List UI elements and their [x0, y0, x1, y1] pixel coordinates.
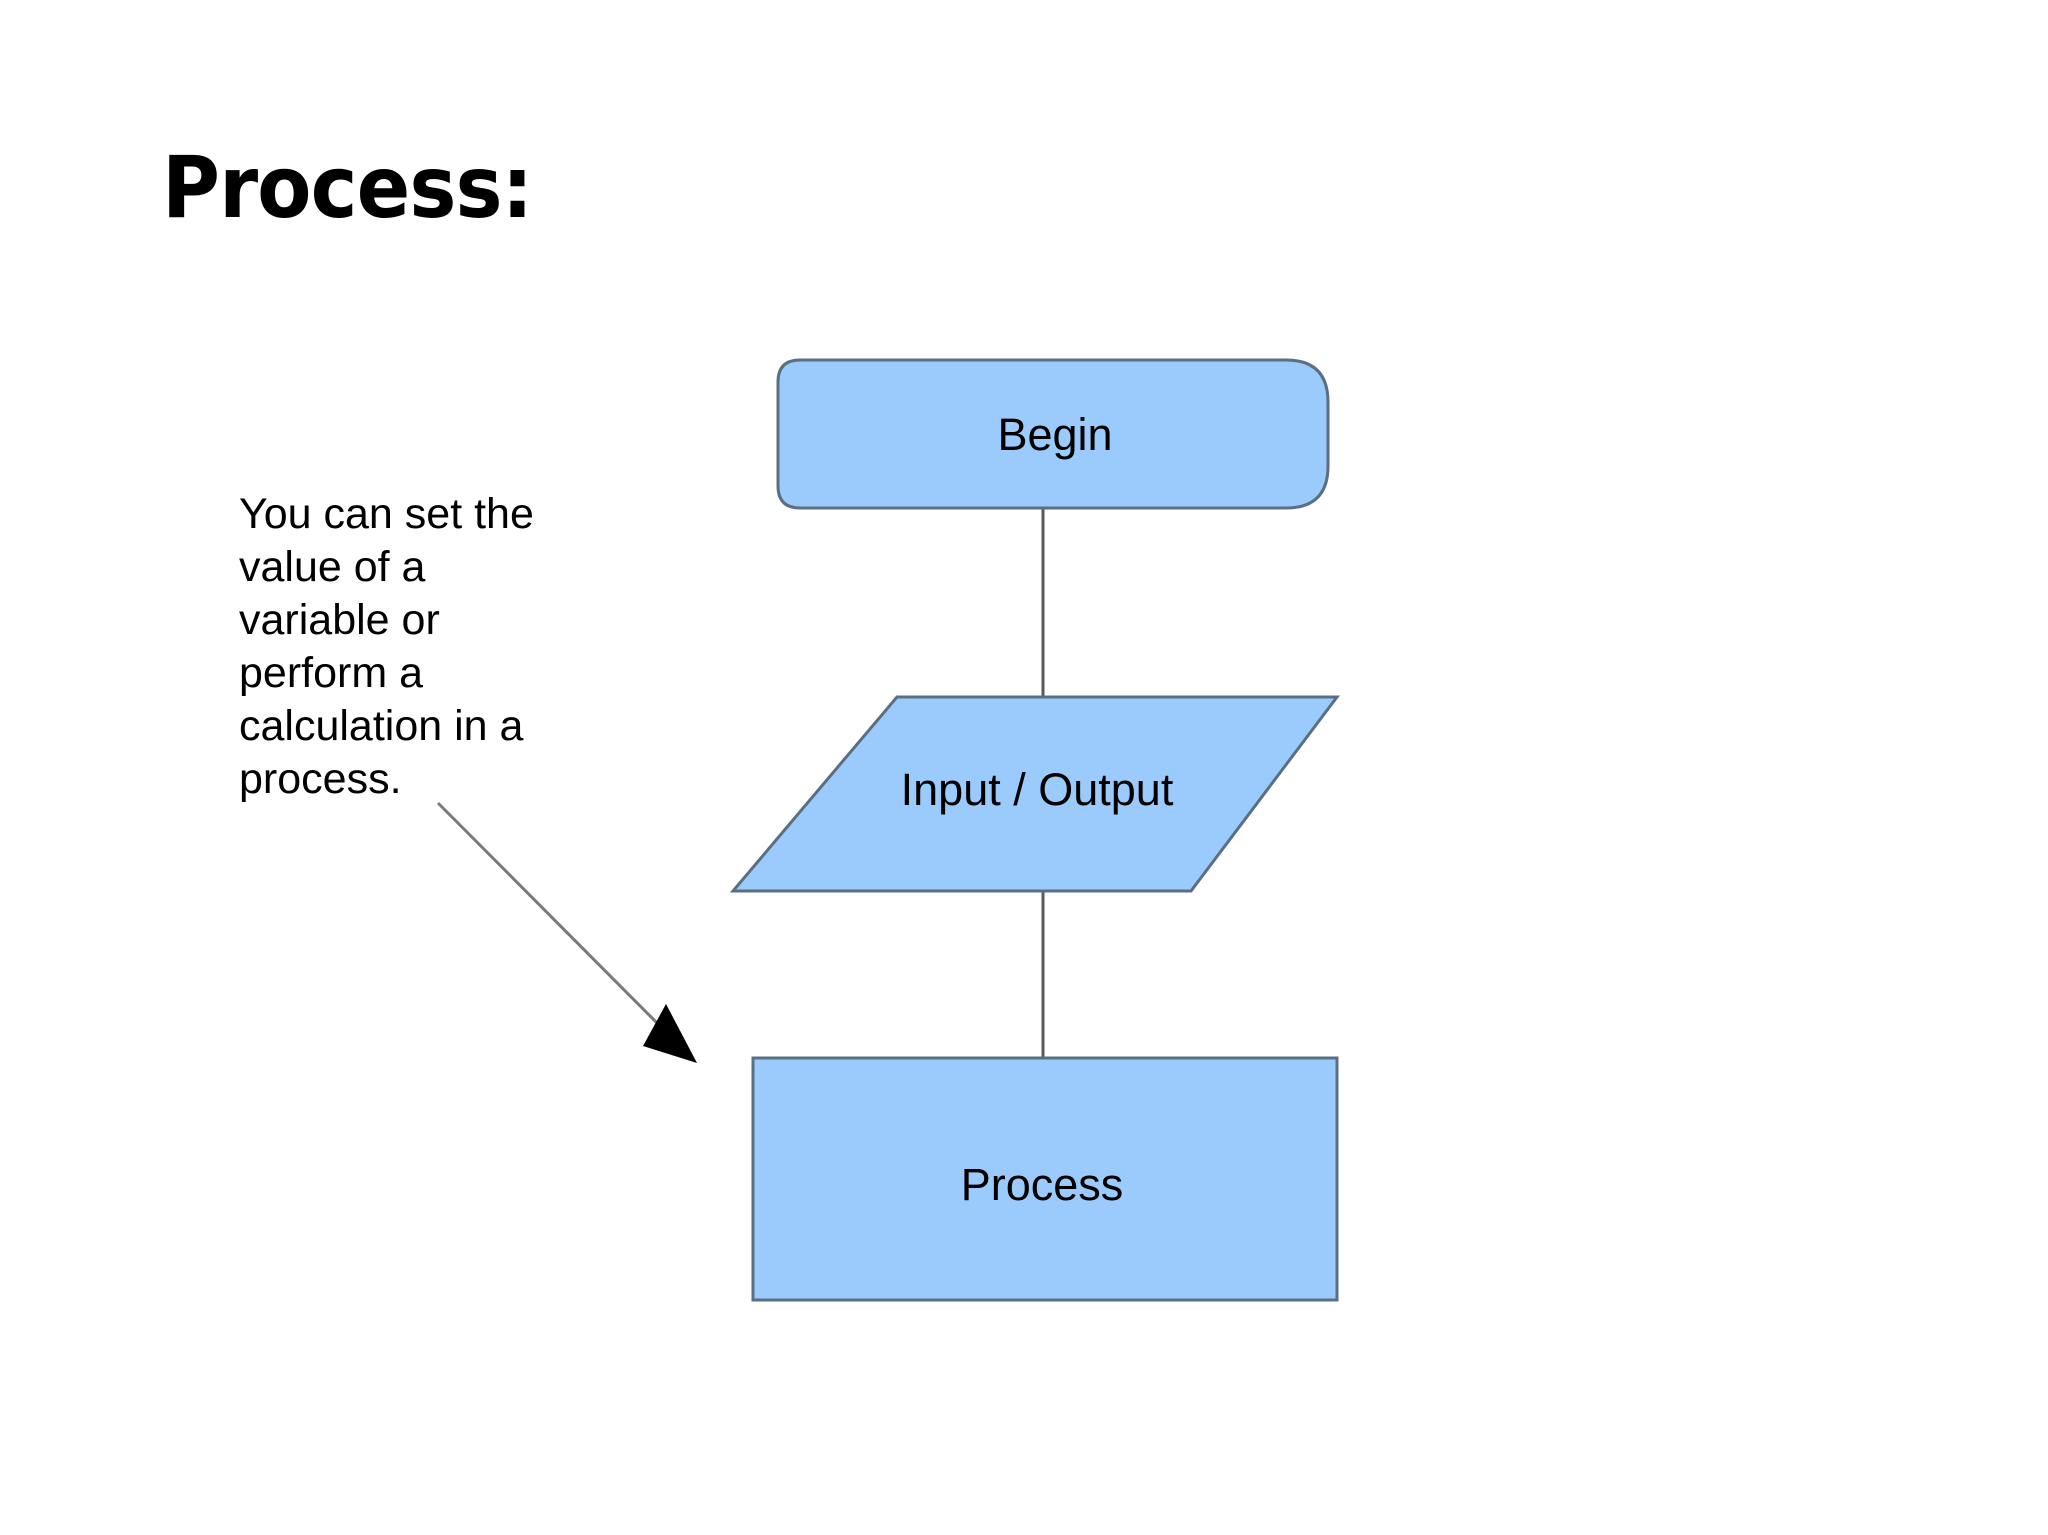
input-output-label: Input / Output	[901, 764, 1174, 815]
annotation-arrowhead-icon	[643, 1004, 697, 1063]
input-output-shape	[729, 695, 1341, 893]
flowchart-node-begin[interactable]: Begin	[776, 358, 1330, 510]
caption-line: value of a	[239, 543, 426, 591]
flowchart-node-process[interactable]: Process	[751, 1056, 1339, 1302]
flowchart-node-input-output[interactable]: Input / Output	[729, 695, 1341, 893]
process-label: Process	[961, 1159, 1124, 1210]
caption-line: process.	[239, 755, 402, 803]
page-title: Process:	[162, 138, 533, 238]
process-shape	[751, 1056, 1339, 1302]
caption-text-block: You can set the value of a variable or p…	[239, 488, 579, 806]
caption-line: You can set the	[239, 490, 534, 538]
caption-line: calculation in a	[239, 702, 524, 750]
annotation-arrow-line	[436, 801, 674, 1040]
annotation-arrow	[436, 801, 697, 1063]
caption-line: perform a	[239, 649, 424, 697]
begin-shape	[776, 358, 1330, 510]
caption-line: variable or	[239, 596, 440, 644]
begin-label: Begin	[997, 409, 1112, 460]
